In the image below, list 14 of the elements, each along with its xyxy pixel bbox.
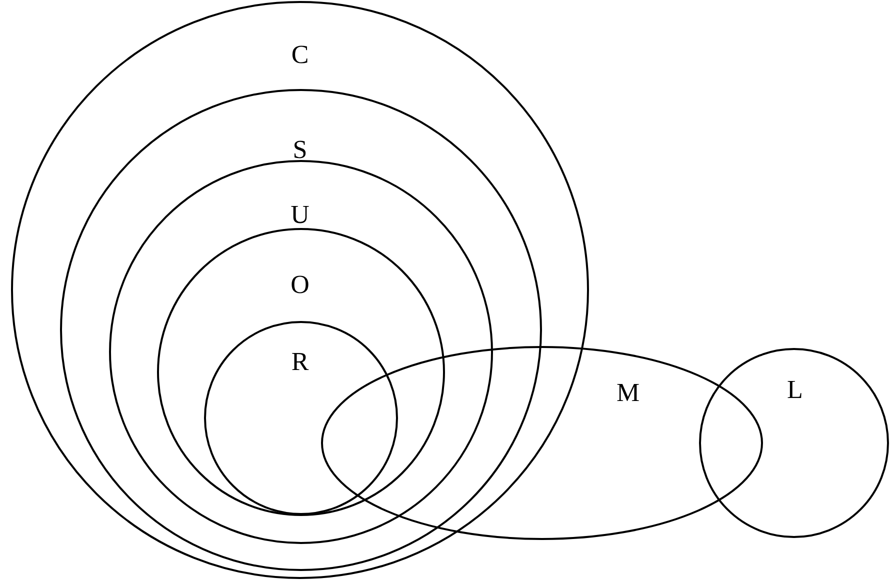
set-circle (109, 160, 493, 544)
set-label: C (291, 40, 309, 70)
set-circle (699, 348, 889, 538)
set-label: R (291, 347, 309, 377)
set-circle (60, 89, 542, 571)
set-circle (11, 1, 589, 579)
set-ellipse (321, 346, 763, 540)
set-circle (157, 228, 445, 516)
set-label: O (290, 270, 310, 300)
set-label: S (292, 135, 308, 165)
set-label: L (787, 375, 803, 405)
set-label: U (290, 200, 310, 230)
set-label: M (616, 378, 640, 408)
set-circle (204, 321, 398, 515)
